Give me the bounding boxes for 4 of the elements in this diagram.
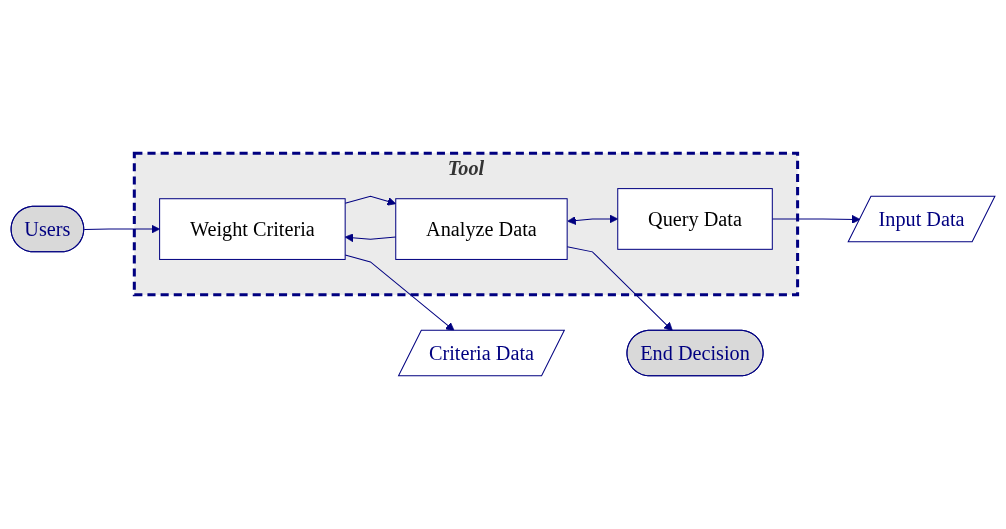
node-box: Weight Criteria bbox=[159, 198, 346, 260]
node-box: Query Data bbox=[617, 188, 773, 250]
node-box: Analyze Data bbox=[395, 198, 568, 260]
arrow bbox=[83, 224, 160, 234]
